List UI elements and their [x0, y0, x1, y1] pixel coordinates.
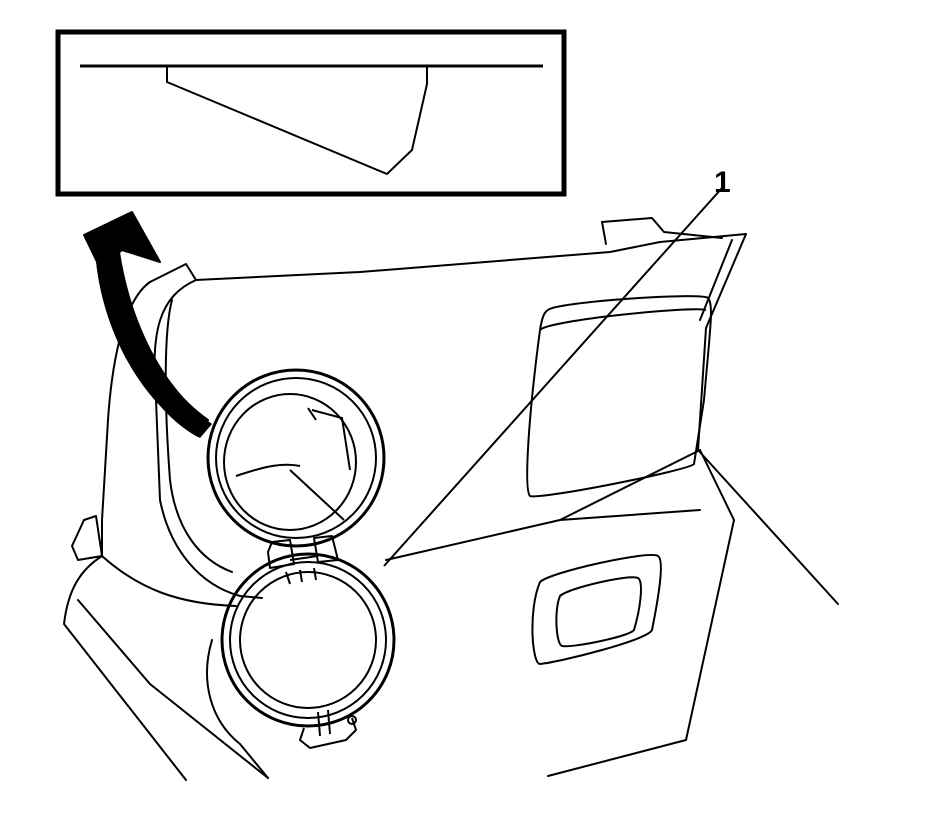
outlet-cap — [220, 535, 396, 749]
inset-detail — [55, 29, 567, 197]
lift-arrow-icon — [83, 211, 209, 437]
power-outlet — [206, 368, 386, 548]
inset-wedge — [166, 66, 428, 176]
trim-panel — [63, 217, 839, 781]
upper-recess — [526, 295, 712, 498]
callout-leader — [383, 187, 723, 567]
inset-frame — [55, 29, 567, 197]
callout-1: 1 — [383, 166, 731, 567]
callout-label: 1 — [714, 166, 731, 199]
lower-recess — [531, 554, 662, 665]
lift-arrow-body — [96, 252, 212, 438]
